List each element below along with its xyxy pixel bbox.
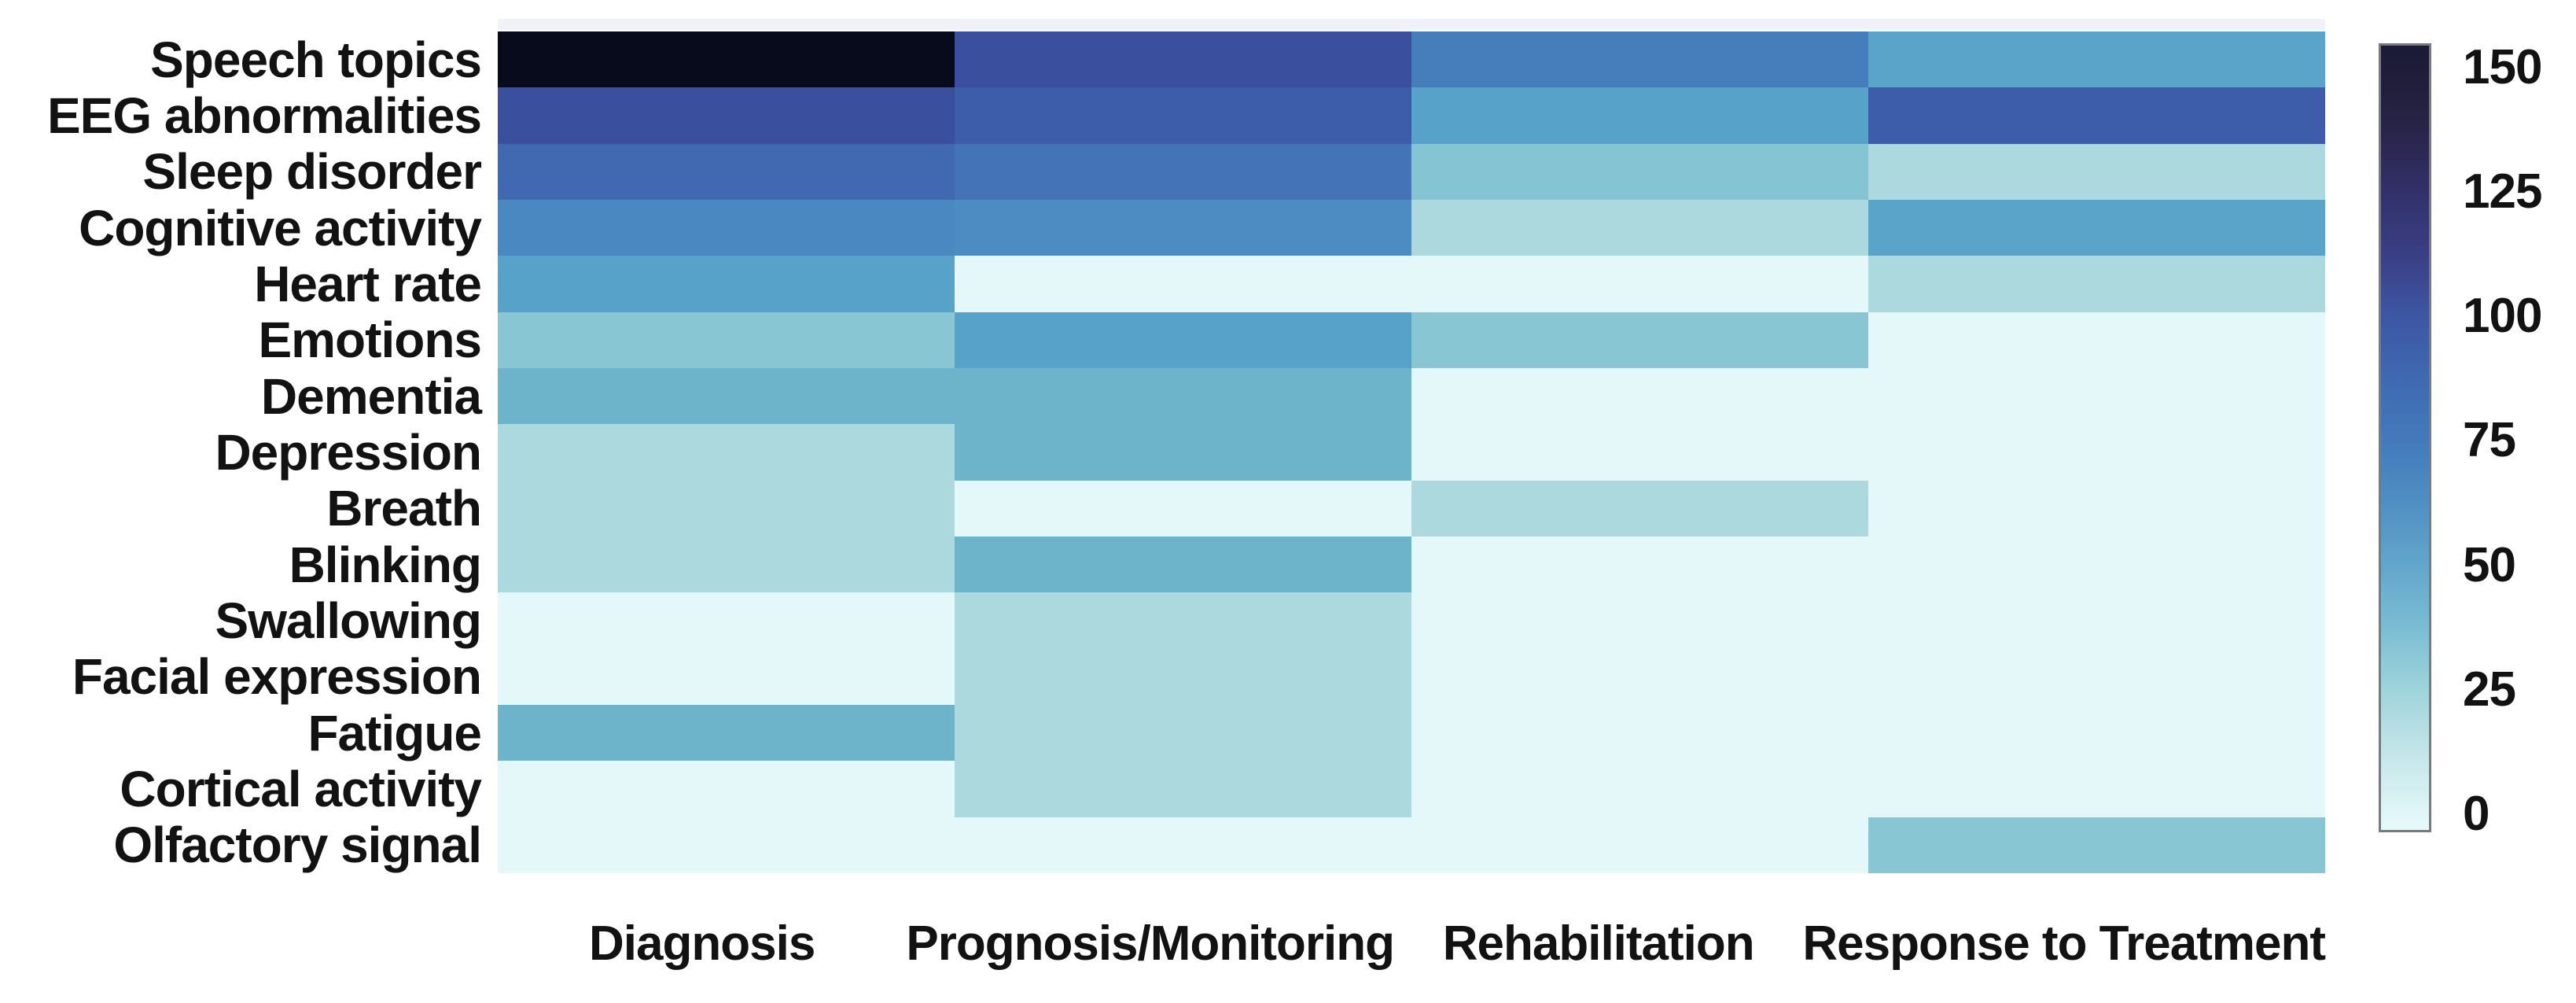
y-axis-label: Swallowing — [215, 592, 482, 649]
heatmap-cell — [1868, 592, 2325, 649]
y-axis-label: Olfactory signal — [113, 817, 482, 874]
heatmap-cell — [1411, 312, 1868, 368]
heatmap-cell — [1868, 368, 2325, 425]
heatmap-cell — [1868, 31, 2325, 88]
y-axis-label: Sleep disorder — [142, 143, 482, 201]
heatmap-cell — [498, 592, 955, 649]
colorbar-tick-label: 100 — [2463, 289, 2542, 344]
heatmap-cell — [1411, 143, 1868, 200]
heatmap-cell — [1868, 143, 2325, 200]
y-axis-label: Heart rate — [254, 255, 482, 312]
heatmap-cell — [1411, 424, 1868, 481]
x-axis-label: Rehabilitation — [1442, 916, 1755, 971]
colorbar-gradient — [2379, 43, 2431, 832]
heatmap-cell — [1411, 817, 1868, 873]
colorbar-tick-label: 75 — [2463, 413, 2516, 468]
heatmap-cell — [498, 480, 955, 537]
heatmap-cell — [955, 87, 1411, 144]
heatmap-cell — [955, 648, 1411, 705]
heatmap-cell — [955, 592, 1411, 649]
heatmap-cell — [1411, 368, 1868, 425]
colorbar-tick-label: 50 — [2463, 537, 2516, 592]
heatmap-grid — [498, 31, 2325, 873]
heatmap-cell — [955, 143, 1411, 200]
heatmap-cell — [498, 817, 955, 873]
heatmap-cell — [1868, 537, 2325, 593]
top-edge-decoration — [498, 19, 2325, 30]
heatmap-cell — [1411, 648, 1868, 705]
x-axis-label: Response to Treatment — [1802, 916, 2326, 971]
heatmap-cell — [1868, 705, 2325, 761]
heatmap-cell — [1411, 537, 1868, 593]
heatmap-cell — [1411, 200, 1868, 256]
heatmap-cell — [1411, 87, 1868, 144]
heatmap-cell — [1868, 312, 2325, 368]
heatmap-cell — [955, 368, 1411, 425]
heatmap-cell — [1868, 648, 2325, 705]
colorbar-tick-label: 150 — [2463, 40, 2542, 95]
y-axis-label: Breath — [326, 480, 482, 537]
y-axis-label: Dementia — [260, 367, 482, 425]
heatmap-cell — [498, 537, 955, 593]
heatmap-cell — [498, 368, 955, 425]
heatmap-cell — [955, 200, 1411, 256]
heatmap-cell — [498, 648, 955, 705]
heatmap-cell — [955, 312, 1411, 368]
x-axis-label: Prognosis/Monitoring — [906, 916, 1395, 971]
colorbar-tick-label: 125 — [2463, 164, 2542, 219]
heatmap-cell — [498, 424, 955, 481]
heatmap-cell — [498, 256, 955, 312]
heatmap-cell — [1411, 480, 1868, 537]
heatmap-cell — [955, 537, 1411, 593]
y-axis-label: Facial expression — [72, 648, 482, 706]
y-axis-label: Blinking — [289, 536, 482, 593]
y-axis-label: Cognitive activity — [79, 199, 482, 256]
heatmap-cell — [1868, 256, 2325, 312]
heatmap-cell — [498, 705, 955, 761]
heatmap-cell — [1411, 256, 1868, 312]
heatmap-cell — [498, 87, 955, 144]
heatmap-cell — [955, 256, 1411, 312]
colorbar-tick-label: 25 — [2463, 662, 2516, 717]
colorbar-tick-label: 0 — [2463, 786, 2490, 841]
heatmap-cell — [498, 200, 955, 256]
heatmap-cell — [498, 31, 955, 88]
heatmap-cell — [955, 424, 1411, 481]
heatmap-cell — [955, 705, 1411, 761]
heatmap-cell — [1868, 480, 2325, 537]
heatmap-cell — [1868, 817, 2325, 873]
x-axis-labels: Diagnosis Prognosis/Monitoring Rehabilitat… — [498, 905, 2326, 983]
y-axis-label: Depression — [215, 423, 482, 481]
heatmap-cell — [1868, 87, 2325, 144]
heatmap-cell — [1868, 200, 2325, 256]
heatmap-cell — [1868, 424, 2325, 481]
y-axis-label: EEG abnormalities — [46, 87, 482, 144]
heatmap-cell — [498, 143, 955, 200]
heatmap-cell — [1411, 705, 1868, 761]
x-axis-label: Diagnosis — [589, 916, 815, 971]
heatmap-cell — [955, 31, 1411, 88]
heatmap-cell — [1411, 31, 1868, 88]
y-axis-label: Fatigue — [307, 704, 482, 761]
heatmap-cell — [1411, 592, 1868, 649]
y-axis-label: Cortical activity — [120, 760, 482, 817]
y-axis-label: Speech topics — [150, 31, 482, 88]
heatmap-cell — [498, 761, 955, 817]
y-axis-label: Emotions — [258, 312, 482, 369]
colorbar-tick-labels: 150 125 100 75 50 25 0 — [2463, 40, 2576, 839]
heatmap-cell — [1411, 761, 1868, 817]
heatmap-cell — [1868, 761, 2325, 817]
heatmap-cell — [955, 817, 1411, 873]
heatmap-cell — [955, 480, 1411, 537]
heatmap-cell — [955, 761, 1411, 817]
heatmap-cell — [498, 312, 955, 368]
